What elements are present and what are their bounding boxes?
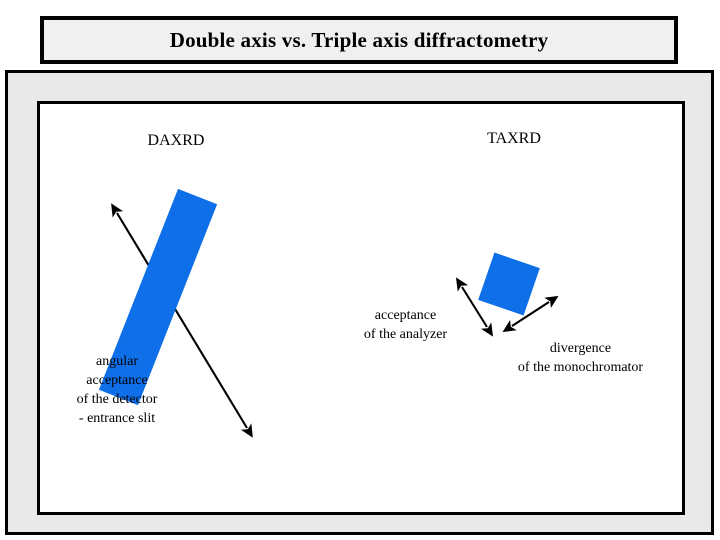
analyzer-acceptance-caption: acceptance of the analyzer bbox=[333, 307, 478, 345]
detector-acceptance-caption: angular acceptance of the detector - ent… bbox=[52, 353, 182, 429]
caption-line: acceptance bbox=[374, 308, 437, 323]
caption-line: of the detector bbox=[76, 391, 158, 407]
caption-line: acceptance bbox=[86, 372, 148, 388]
caption-line: divergence bbox=[549, 341, 612, 356]
caption-line: - entrance slit bbox=[78, 410, 156, 426]
taxrd-heading: TAXRD bbox=[487, 130, 541, 147]
slide-title-text: Double axis vs. Triple axis diffractomet… bbox=[169, 27, 549, 52]
daxrd-heading: DAXRD bbox=[147, 132, 205, 149]
slide-title-box: Double axis vs. Triple axis diffractomet… bbox=[40, 16, 678, 64]
caption-line: of the analyzer bbox=[363, 326, 448, 342]
caption-line: of the monochromator bbox=[517, 359, 644, 375]
caption-line: angular bbox=[96, 354, 138, 369]
monochromator-divergence-caption: divergence of the monochromator bbox=[478, 340, 683, 378]
